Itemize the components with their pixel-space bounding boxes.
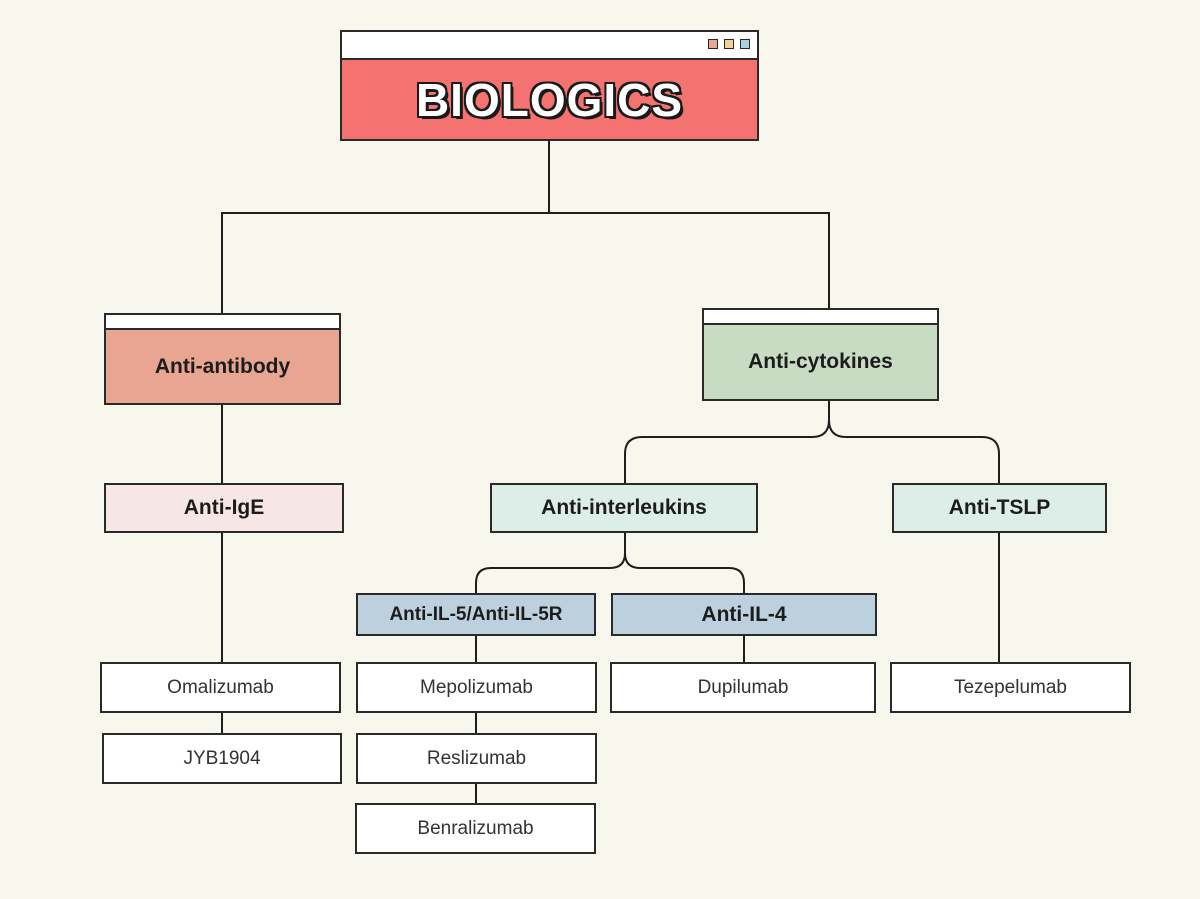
drug-jyb1904: JYB1904: [102, 733, 342, 784]
page-title: BIOLOGICS: [415, 73, 684, 126]
node-anti-interleukins: Anti-interleukins: [490, 483, 758, 533]
node-anti-il5: Anti-IL-5/Anti-IL-5R: [356, 593, 596, 636]
drug-omalizumab: Omalizumab: [100, 662, 341, 713]
connector-interleukins-split: [475, 532, 745, 594]
node-anti-tslp-label: Anti-TSLP: [948, 496, 1051, 519]
drug-tezepelumab-label: Tezepelumab: [953, 676, 1068, 698]
node-anti-ige: Anti-IgE: [104, 483, 344, 533]
window-dot-yellow-icon: [724, 39, 734, 49]
drug-mepolizumab: Mepolizumab: [356, 662, 597, 713]
node-anti-il5-label: Anti-IL-5/Anti-IL-5R: [389, 603, 563, 625]
drug-jyb1904-label: JYB1904: [183, 747, 261, 769]
drug-mepolizumab-label: Mepolizumab: [420, 676, 533, 698]
node-anti-il4-label: Anti-IL-4: [701, 602, 787, 626]
title-box: BIOLOGICS: [340, 58, 759, 141]
drug-reslizumab: Reslizumab: [356, 733, 597, 784]
window-dot-blue-icon: [740, 39, 750, 49]
drug-reslizumab-label: Reslizumab: [426, 747, 527, 769]
connector-cytokines-split: [624, 400, 1000, 484]
node-anti-interleukins-label: Anti-interleukins: [541, 496, 707, 519]
connector-root-split: [221, 212, 830, 313]
node-anti-antibody-label: Anti-antibody: [154, 354, 291, 378]
window-dot-orange-icon: [708, 39, 718, 49]
node-anti-cytokines-label: Anti-cytokines: [748, 350, 893, 373]
node-anti-antibody: Anti-antibody: [104, 328, 341, 405]
drug-dupilumab-label: Dupilumab: [697, 676, 789, 698]
node-anti-il4: Anti-IL-4: [611, 593, 877, 636]
node-anti-ige-label: Anti-IgE: [183, 496, 265, 519]
drug-dupilumab: Dupilumab: [610, 662, 876, 713]
drug-omalizumab-label: Omalizumab: [167, 676, 274, 698]
drug-benralizumab-label: Benralizumab: [417, 817, 534, 839]
node-anti-cytokines: Anti-cytokines: [702, 323, 939, 401]
title-window-bar: [340, 30, 759, 60]
drug-benralizumab: Benralizumab: [355, 803, 596, 854]
node-anti-tslp: Anti-TSLP: [892, 483, 1107, 533]
drug-tezepelumab: Tezepelumab: [890, 662, 1131, 713]
